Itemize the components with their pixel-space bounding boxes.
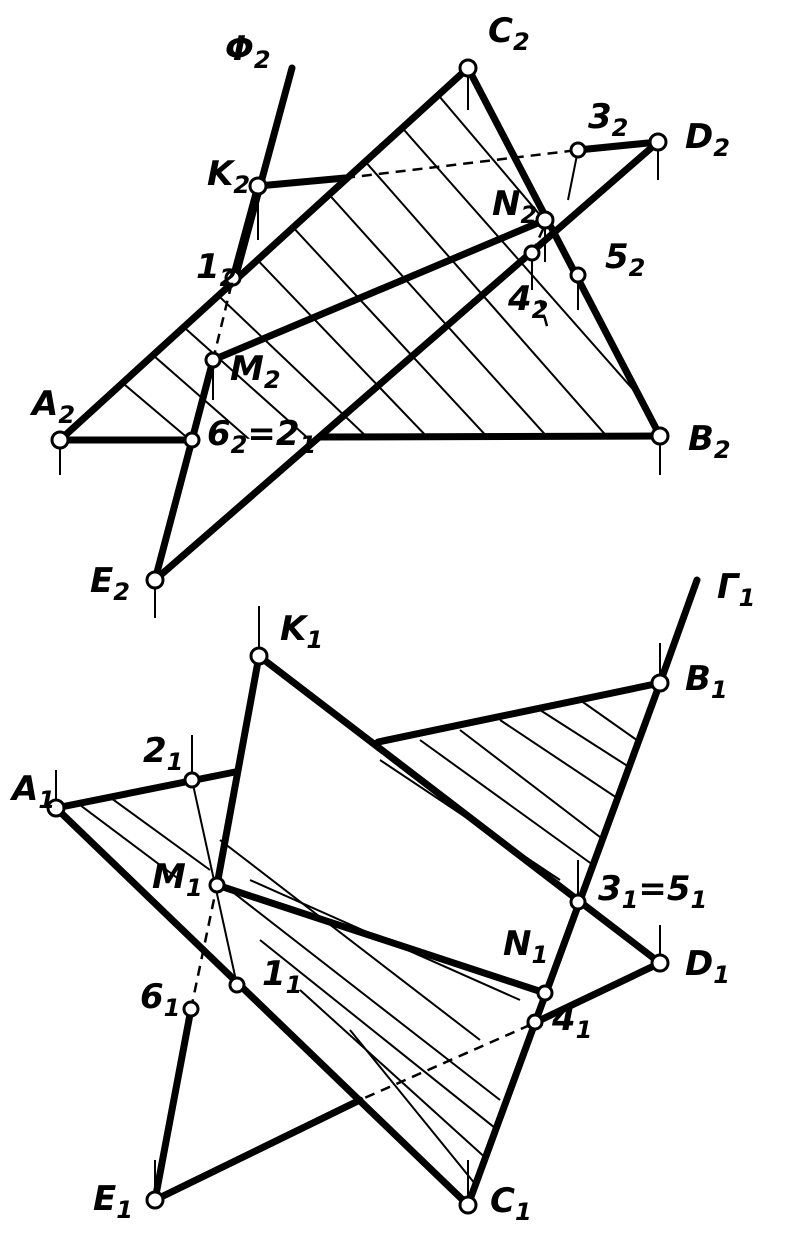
label-m1: M1 (152, 857, 203, 902)
label-e2: E2 (90, 561, 130, 606)
triangle-abc1 (52, 679, 664, 1209)
frontal-projection: Φ2 C2 D2 32 K2 N2 12 42 52 M2 A2 62=21 B… (29, 11, 731, 618)
label-m2: M2 (230, 349, 281, 394)
label-k2: K2 (207, 154, 250, 199)
dashed-construction (538, 299, 550, 331)
points-1 (46, 646, 670, 1215)
triangle-dek1 (151, 652, 664, 1204)
label-d2: D2 (685, 117, 730, 162)
label-k1: K1 (280, 609, 323, 654)
label-4-1: 41 (551, 999, 592, 1044)
label-a2: A2 (29, 384, 75, 429)
plane-gamma1-trace (656, 576, 701, 687)
projection-ticks-1 (55, 606, 661, 1205)
label-b2: B2 (688, 419, 731, 464)
label-gamma1: Γ1 (717, 567, 755, 612)
label-c1: C1 (490, 1181, 532, 1226)
triangle-abc2 (56, 64, 664, 444)
label-6-2: 62=21 (207, 414, 316, 459)
triangle-abc1-hatching (59, 699, 660, 1191)
label-1-2: 12 (196, 247, 236, 292)
label-e1: E1 (93, 1179, 133, 1224)
label-n2: N2 (492, 184, 537, 229)
label-c2: C2 (488, 11, 530, 56)
label-b1: B1 (685, 659, 728, 704)
triangle-abc2-hatching (60, 68, 660, 440)
label-6-1: 61 (140, 977, 180, 1022)
label-4-2: 42 (507, 279, 548, 324)
label-3-1: 31=51 (598, 869, 707, 914)
label-n1: N1 (503, 924, 548, 969)
label-phi2: Φ2 (225, 29, 271, 74)
label-a1: A1 (9, 769, 55, 814)
label-2-1: 21 (143, 731, 183, 776)
horizontal-projection: Γ1 K1 B1 21 A1 M1 31=51 D1 N1 11 61 41 E… (9, 567, 755, 1226)
plane-phi2-trace (232, 64, 296, 279)
points-2 (50, 58, 670, 590)
label-3-2: 32 (588, 97, 628, 142)
label-5-2: 52 (605, 237, 645, 282)
label-d1: D1 (685, 944, 730, 989)
label-1-1: 11 (262, 954, 302, 999)
